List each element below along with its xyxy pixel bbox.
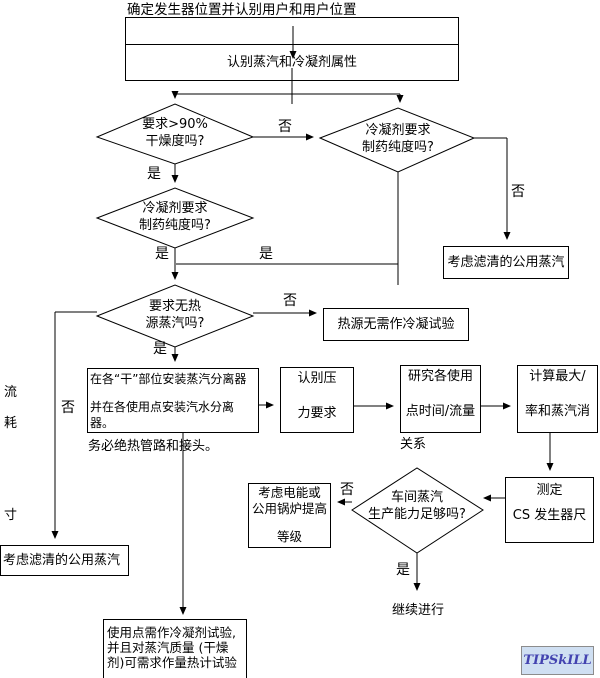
- page-title: 确定发生器位置并认别用户和用户位置: [127, 2, 357, 18]
- research-line1: 研究各使用: [407, 369, 473, 384]
- condright-line1: 冷凝剂要求: [365, 123, 431, 138]
- capacity-line1: 车间蒸汽: [390, 490, 443, 505]
- node-heat-source-no-test: 热源无需作冷凝试验: [323, 308, 469, 341]
- condleft-line2: 制药纯度吗?: [139, 218, 211, 233]
- condensate-test-line1: 使用点需作冷凝剂试验,: [107, 625, 236, 640]
- attributes-box-top-row: [126, 18, 458, 45]
- tipskill-logo: TIPSkILL: [521, 646, 594, 675]
- measure-line2: CS 发生器尺: [512, 508, 587, 523]
- node-filtered-utility-steam-right: 考虑滤清的公用蒸汽: [443, 246, 569, 279]
- node-calculate-max: 计算最大/ 率和蒸汽消: [517, 365, 598, 433]
- margin-char-2: 耗: [4, 416, 18, 431]
- node-condensate-test: 使用点需作冷凝剂试验, 并且对蒸汽质量 (干燥 剂)可需求作量热计试验: [103, 619, 247, 678]
- attributes-box-label: 认别蒸汽和冷凝剂属性: [226, 54, 357, 70]
- noheat-line1: 要求无热: [148, 299, 201, 314]
- boiler-line3: 等级: [276, 529, 302, 544]
- dryness-line1: 要求>90%: [142, 117, 208, 132]
- label-no-condright: 否: [511, 184, 525, 200]
- label-no-noheat: 否: [283, 293, 297, 309]
- pressure-line2: 力要求: [297, 406, 337, 421]
- note-insulate: 务必绝热管路和接头。: [88, 439, 219, 454]
- dryness-line2: 干燥度吗?: [145, 134, 205, 149]
- node-research-usage: 研究各使用 点时间/流量: [400, 365, 481, 433]
- label-yes-capacity: 是: [396, 562, 410, 578]
- node-filtered-utility-steam-left: 考虑滤清的公用蒸汽: [0, 545, 129, 576]
- node-electric-or-boiler: 考虑电能或 公用锅炉提高 等级: [248, 483, 331, 548]
- condright-line2: 制药纯度吗?: [362, 140, 434, 155]
- calculate-line1: 计算最大/: [529, 369, 586, 384]
- label-yes-condright: 是: [259, 246, 273, 262]
- diamond-condensate-right-text: 冷凝剂要求 制药纯度吗?: [340, 122, 456, 156]
- node-continue: 继续进行: [392, 603, 445, 618]
- diamond-condensate-left-text: 冷凝剂要求 制药纯度吗?: [117, 200, 233, 234]
- diamond-no-heat-text: 要求无热 源蒸汽吗?: [121, 298, 229, 332]
- node-install-separators: 在各“干”部位安装蒸汽分离器 并在各使用点安装汽水分离器。: [87, 368, 259, 433]
- node-attributes-box: 认别蒸汽和冷凝剂属性: [125, 17, 459, 81]
- label-no-dryness: 否: [278, 119, 292, 135]
- node-pressure-requirements: 认别压 力要求: [280, 367, 354, 433]
- label-yes-condleft: 是: [155, 246, 169, 262]
- note-relation: 关系: [400, 437, 427, 452]
- condensate-test-line3: 剂)可需求作量热计试验: [107, 655, 237, 670]
- diamond-capacity-text: 车间蒸汽 生产能力足够吗?: [350, 489, 484, 523]
- margin-char-1: 流: [4, 385, 18, 400]
- install-separators-line1: 在各“干”部位安装蒸汽分离器: [90, 372, 247, 386]
- margin-char-3: 寸: [4, 508, 18, 523]
- calculate-line2: 率和蒸汽消: [524, 404, 590, 419]
- label-no-left-branch: 否: [61, 400, 75, 416]
- condleft-line1: 冷凝剂要求: [142, 201, 208, 216]
- logo-text: TIPSkILL: [523, 653, 592, 668]
- diamond-dryness-text: 要求>90% 干燥度吗?: [121, 116, 229, 150]
- pressure-line1: 认别压: [297, 371, 337, 386]
- measure-line1: 测定: [536, 483, 563, 498]
- boiler-line2: 公用锅炉提高: [251, 501, 327, 516]
- label-no-capacity: 否: [340, 482, 354, 498]
- capacity-line2: 生产能力足够吗?: [368, 507, 466, 522]
- label-yes-dryness: 是: [147, 166, 161, 182]
- research-line2: 点时间/流量: [405, 404, 476, 419]
- install-separators-line2: 并在各使用点安装汽水分离器。: [90, 400, 235, 430]
- noheat-line2: 源蒸汽吗?: [145, 316, 205, 331]
- label-yes-noheat: 是: [153, 341, 167, 357]
- node-measure-cs-generator: 测定 CS 发生器尺: [505, 477, 594, 543]
- boiler-line1: 考虑电能或: [258, 485, 321, 500]
- condensate-test-line2: 并且对蒸汽质量 (干燥: [107, 640, 229, 655]
